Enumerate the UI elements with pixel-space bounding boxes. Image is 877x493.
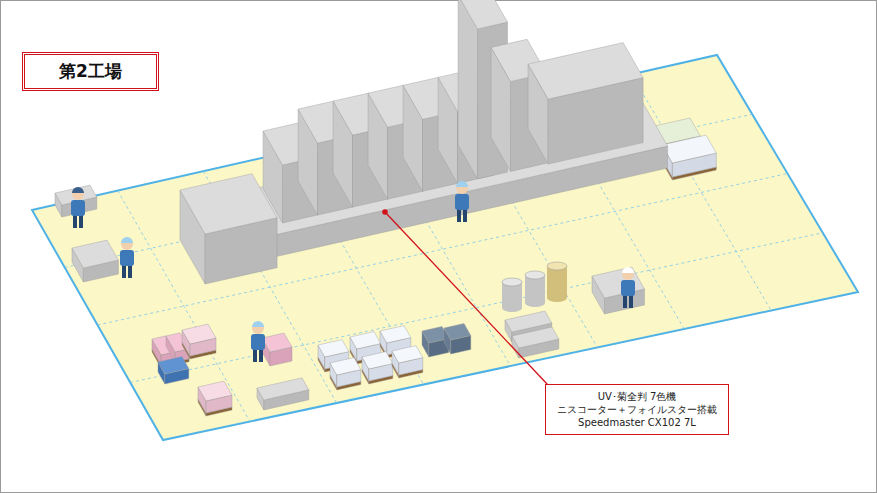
drum xyxy=(502,278,522,312)
box-side xyxy=(458,0,477,179)
box-top xyxy=(512,327,559,348)
worker-body xyxy=(455,194,469,210)
paper-stack xyxy=(158,357,189,384)
worker-cap xyxy=(456,181,468,187)
worker-head xyxy=(72,188,84,200)
paper-stack xyxy=(262,333,292,366)
box-top xyxy=(318,340,349,357)
callout-text: ニスコーター＋フォイルスター搭載 xyxy=(556,403,718,416)
worker-leg xyxy=(253,348,257,362)
drum-top xyxy=(502,278,522,286)
floor-grid xyxy=(65,74,823,421)
worker-head xyxy=(252,322,264,334)
worker-head xyxy=(456,182,468,194)
box-top xyxy=(198,381,232,401)
worker-cap xyxy=(252,321,264,327)
worker-cap xyxy=(121,237,133,243)
box-top xyxy=(182,324,216,344)
box-top xyxy=(444,324,471,341)
worker xyxy=(251,321,265,362)
paper-stack xyxy=(330,358,361,387)
paper-stack xyxy=(182,324,216,356)
box xyxy=(444,324,471,355)
drum-body xyxy=(547,266,567,298)
worker xyxy=(71,187,85,228)
worker xyxy=(621,267,635,308)
worker-leg xyxy=(122,264,126,278)
drum-bottom xyxy=(547,294,567,302)
worker-leg xyxy=(73,214,77,228)
drum-top xyxy=(525,271,545,279)
table xyxy=(592,267,645,314)
drum xyxy=(547,262,567,302)
title-text: 第2工場 xyxy=(59,61,122,81)
box-top xyxy=(350,332,381,349)
callout-text: Speedmaster CX102 7L xyxy=(556,416,718,429)
box-top xyxy=(158,357,189,374)
box-top xyxy=(257,378,309,400)
worker-head xyxy=(622,268,634,280)
drum-bottom xyxy=(502,304,522,312)
worker-body xyxy=(251,334,265,350)
box-top xyxy=(662,135,716,163)
press-feeder xyxy=(180,174,277,284)
worker-leg xyxy=(629,294,633,308)
block xyxy=(257,378,309,410)
paper-stack xyxy=(198,381,232,413)
paper-stack xyxy=(662,135,716,177)
workbench xyxy=(55,185,97,217)
box-top xyxy=(72,240,118,268)
box-top xyxy=(592,267,645,298)
table xyxy=(72,240,118,282)
worker xyxy=(455,181,469,222)
worker-leg xyxy=(457,208,461,222)
callout-box: UV･菊全判 7色機ニスコーター＋フォイルスター搭載Speedmaster CX… xyxy=(545,384,729,435)
worker-leg xyxy=(463,208,467,222)
drum xyxy=(525,271,545,307)
worker-leg xyxy=(79,214,83,228)
callout-text: UV･菊全判 7色機 xyxy=(556,390,718,403)
press-unit xyxy=(528,43,643,165)
box-top xyxy=(362,352,393,369)
box-top xyxy=(180,174,277,234)
worker-leg xyxy=(128,264,132,278)
worker-leg xyxy=(259,348,263,362)
leader-line xyxy=(385,212,548,385)
worker-cap xyxy=(72,187,84,193)
box-top xyxy=(330,358,361,375)
worker-body xyxy=(621,280,635,296)
worker-head xyxy=(121,238,133,250)
worker xyxy=(120,237,134,278)
paper-stack xyxy=(392,346,423,375)
drum-bottom xyxy=(525,299,545,307)
worker-cap xyxy=(622,267,634,273)
paper-stack xyxy=(362,352,393,381)
factory-floor xyxy=(32,55,858,440)
drum-top xyxy=(547,262,567,270)
box-top xyxy=(458,0,507,29)
leader-dot xyxy=(382,209,388,215)
title-box: 第2工場 xyxy=(22,52,159,91)
box-top xyxy=(528,43,643,100)
worker-leg xyxy=(623,294,627,308)
worker-body xyxy=(120,250,134,266)
worker-body xyxy=(71,200,85,216)
box-top xyxy=(380,326,411,343)
box-top xyxy=(392,346,423,363)
box-top xyxy=(262,333,292,352)
